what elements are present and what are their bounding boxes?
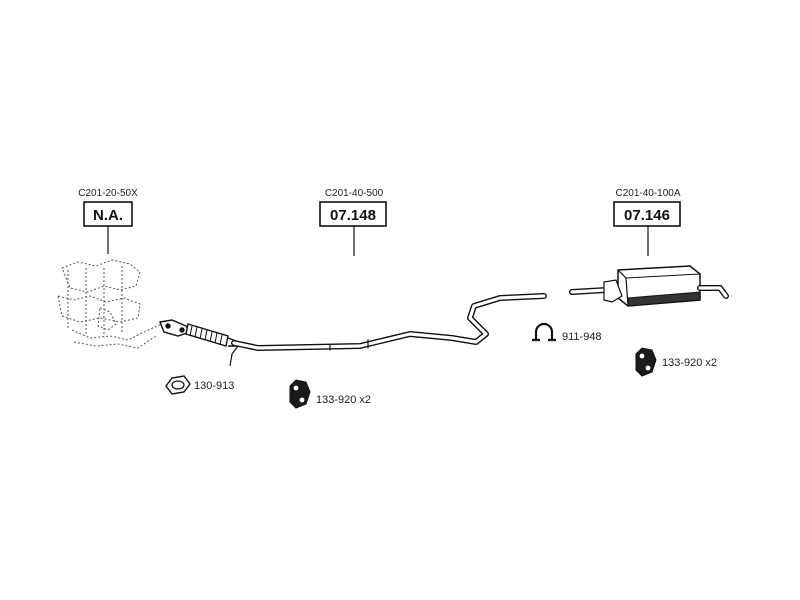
part-code-middle-pipe: C201-40-500 — [325, 188, 384, 199]
part-code-manifold: C201-20-50X — [78, 188, 138, 199]
part-label-rubber-mount-front: 133-920 x2 — [316, 394, 371, 406]
part-clamp: 911-948 — [532, 322, 602, 343]
rubber-mount-icon — [635, 347, 657, 377]
callout-box-middle-pipe — [319, 201, 387, 227]
callout-box-rear-silencer — [613, 201, 681, 227]
part-rubber-mount-front: 133-920 x2 — [289, 379, 371, 409]
callout-manifold: C201-20-50X N.A. — [78, 188, 138, 254]
exhaust-manifold-drawing — [57, 259, 163, 349]
gasket-icon — [165, 375, 191, 395]
callout-label-rear-silencer: 07.146 — [624, 207, 670, 224]
middle-pipe — [231, 293, 547, 351]
part-code-rear-silencer: C201-40-100A — [615, 188, 680, 199]
part-gasket: 130-913 — [165, 375, 234, 395]
rubber-mount-icon — [289, 379, 311, 409]
rear-silencer — [569, 265, 729, 307]
part-label-rubber-mount-rear: 133-920 x2 — [662, 357, 717, 369]
flexible-pipe-section — [185, 323, 239, 367]
callout-rear-silencer: C201-40-100A 07.146 — [613, 188, 681, 256]
clamp-icon — [532, 322, 556, 342]
callout-label-manifold: N.A. — [93, 207, 123, 224]
part-label-clamp: 911-948 — [562, 331, 602, 343]
part-rubber-mount-rear: 133-920 x2 — [635, 347, 717, 377]
front-pipe-flange — [159, 319, 192, 337]
callout-label-middle-pipe: 07.148 — [330, 207, 376, 224]
part-label-gasket: 130-913 — [194, 380, 234, 392]
callout-middle-pipe: C201-40-500 07.148 — [319, 188, 387, 256]
